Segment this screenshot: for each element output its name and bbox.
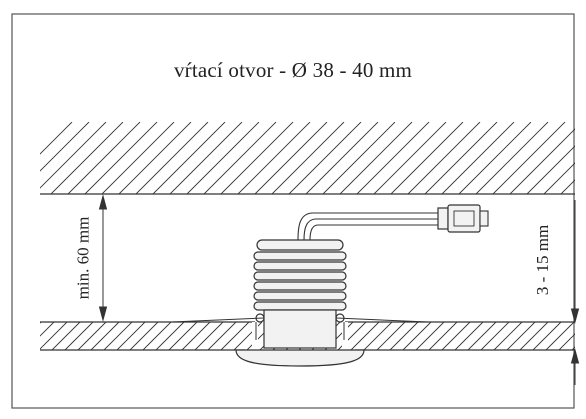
drill-hole-title: vŕtací otvor - Ø 38 - 40 mm bbox=[173, 58, 413, 82]
cable-with-connector bbox=[297, 204, 489, 241]
spotlight-fixture bbox=[171, 239, 429, 367]
frame-border bbox=[11, 13, 575, 409]
dimension-panel-thickness bbox=[570, 200, 580, 385]
ceiling-slab bbox=[40, 122, 575, 195]
min-height-label: min. 60 mm bbox=[73, 216, 93, 300]
mounting-panel bbox=[40, 321, 575, 351]
dimension-min-height bbox=[98, 194, 108, 322]
panel-thickness-label: 3 - 15 mm bbox=[533, 224, 553, 296]
